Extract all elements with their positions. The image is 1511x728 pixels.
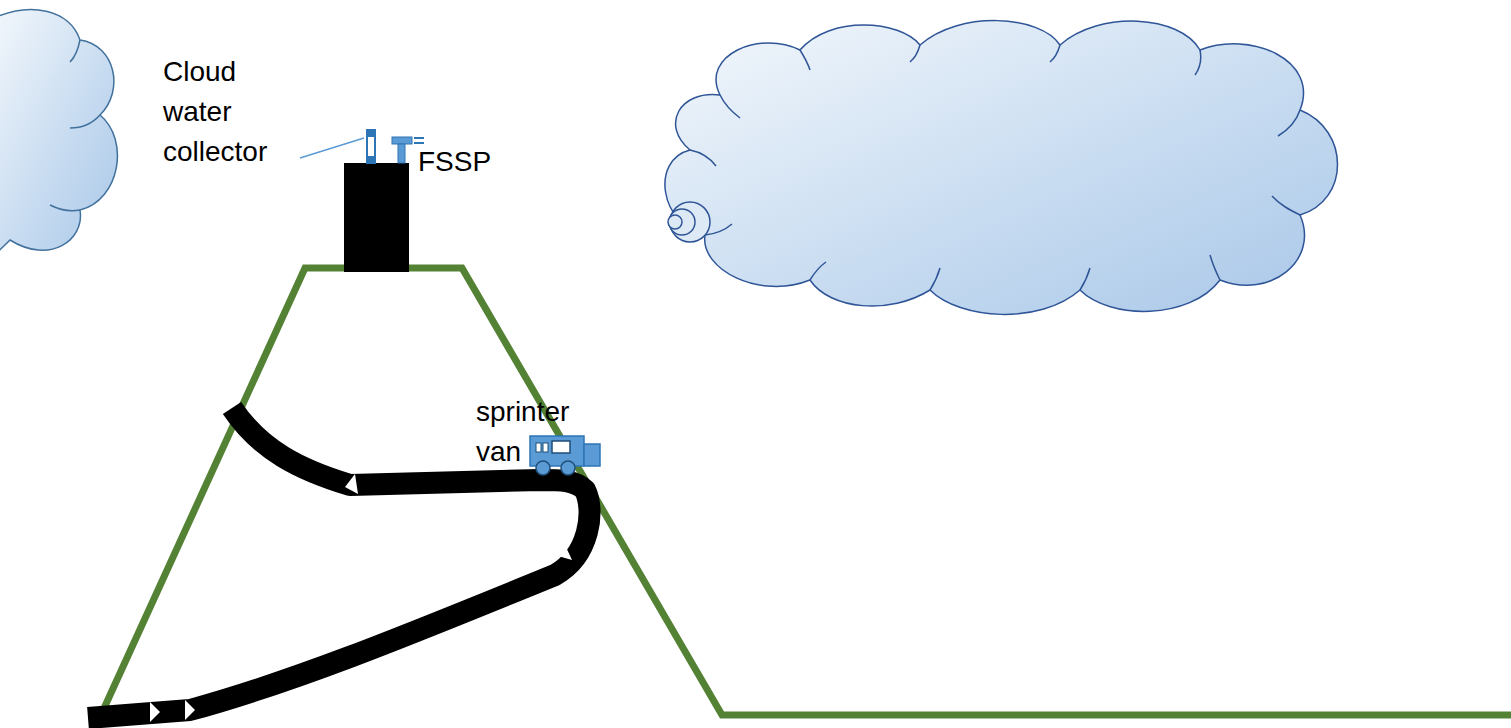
station-building: [344, 163, 409, 272]
cloud-water-collector: [367, 130, 375, 163]
vehicle-label: sprinter van: [476, 392, 594, 472]
mountain: [95, 268, 1511, 728]
flow-arrow: [150, 474, 572, 722]
sprinter-van: [530, 436, 600, 475]
instrument-label: FSSP: [418, 142, 538, 182]
instrument-label: Cloud water collector: [163, 52, 298, 172]
cloud: [0, 10, 117, 255]
cloud: [665, 21, 1338, 315]
leader-line: [300, 138, 364, 158]
